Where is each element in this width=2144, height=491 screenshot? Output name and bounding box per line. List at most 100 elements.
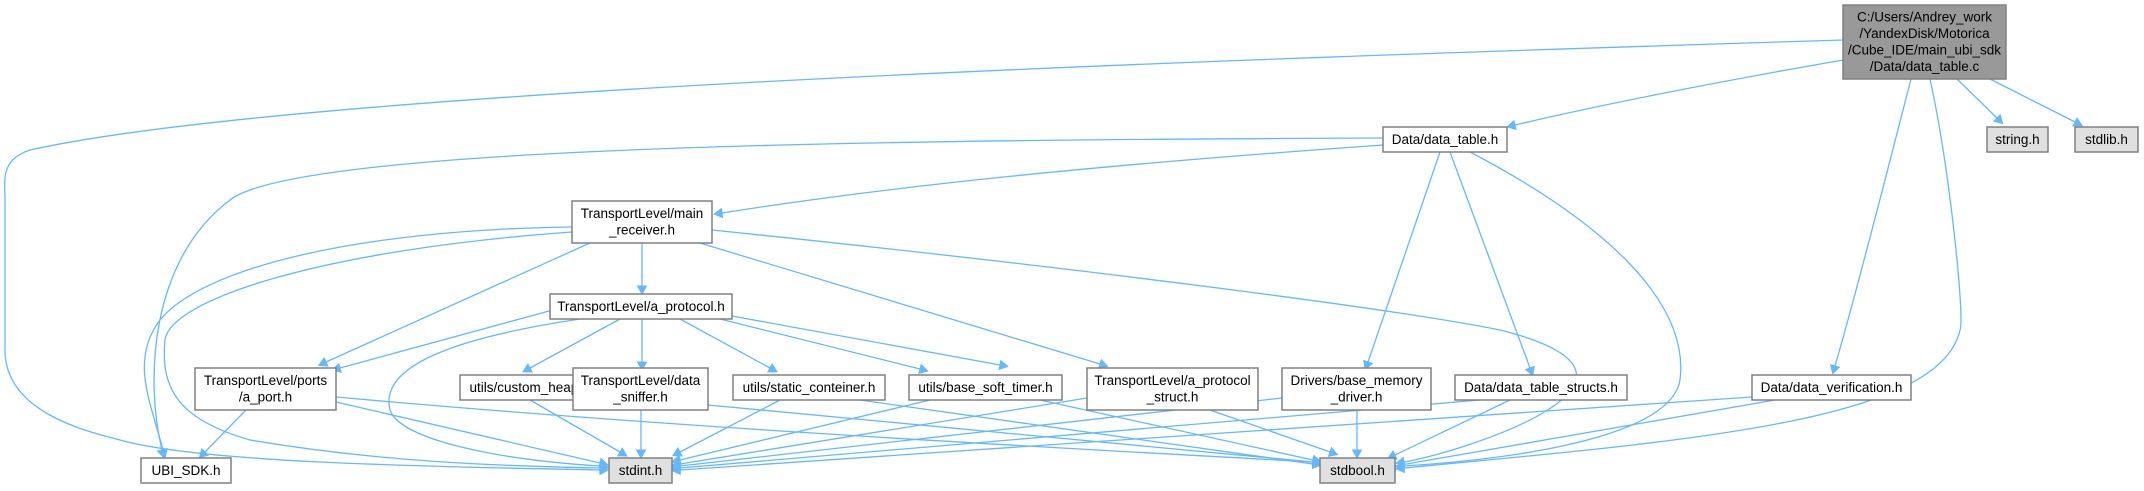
node-label: /a_port.h: [239, 390, 292, 405]
node-label: Data/data_table_structs.h: [1464, 380, 1618, 395]
edge-root-to-string_h: [1956, 78, 2004, 125]
edge-line: [143, 226, 573, 451]
node-box[interactable]: [2074, 126, 2139, 153]
edge-main_receiver_h-to-stdbool_h: [711, 229, 1577, 468]
nodes-layer: C:/Users/Andrey_work/YandexDisk/Motorica…: [140, 4, 2139, 484]
edge-line: [1956, 78, 1998, 119]
node-box[interactable]: [1382, 126, 1508, 153]
edge-line: [679, 396, 1753, 471]
node-string-h[interactable]: string.h: [1986, 126, 2049, 153]
edge-line: [1514, 59, 1844, 126]
node-label: /Cube_IDE/main_ubi_sdk: [1848, 43, 2001, 58]
edge-a_protocol_h-to-a_protocol_struct_h: [731, 315, 1009, 371]
node-box[interactable]: [1319, 457, 1396, 484]
edge-static_conteiner_h-to-stdint_h: [671, 399, 781, 457]
edge-line: [679, 397, 1088, 465]
edge-line: [679, 318, 771, 369]
edge-a_protocol_h-to-data_sniffer_h: [636, 319, 648, 372]
arrowhead-icon: [616, 447, 628, 457]
node-data-verification-h[interactable]: Data/data_verification.h: [1751, 374, 1912, 401]
node-box[interactable]: [1751, 374, 1912, 401]
node-UBI-SDK-h[interactable]: UBI_SDK.h: [140, 457, 232, 484]
edge-a_protocol_struct_h-to-stdint_h: [671, 397, 1088, 470]
edge-a_port_h-to-UBI_SDK_h: [198, 409, 247, 459]
edge-line: [1989, 78, 2076, 123]
node-a-protocol-h[interactable]: TransportLevel/a_protocol.h: [549, 293, 733, 320]
edge-root-to-data_verification_h: [1829, 78, 1912, 375]
edge-line: [711, 229, 1577, 463]
edge-a_protocol_h-to-a_port_h: [331, 307, 561, 374]
edge-line: [707, 404, 1314, 463]
node-box[interactable]: [1086, 367, 1259, 411]
node-label: TransportLevel/a_protocol: [1094, 373, 1250, 388]
edge-a_protocol_h-to-custom_heap_h: [522, 318, 621, 373]
node-box[interactable]: [908, 374, 1063, 401]
arrowhead-icon: [767, 363, 778, 373]
edge-a_protocol_h-to-base_soft_timer_h: [719, 318, 929, 375]
node-label: /Data/data_table.c: [1870, 59, 1980, 74]
node-label: _driver.h: [1330, 390, 1383, 405]
node-label: _receiver.h: [608, 223, 675, 238]
edge-base_soft_timer_h-to-stdbool_h: [1039, 399, 1322, 466]
edge-line: [721, 144, 1384, 214]
edge-a_protocol_struct_h-to-stdbool_h: [1209, 409, 1339, 457]
node-data-sniffer-h[interactable]: TransportLevel/data _sniffer.h: [572, 367, 709, 411]
edge-main_receiver_h-to-a_protocol_h: [636, 243, 648, 296]
edge-line: [529, 318, 621, 369]
node-box[interactable]: [571, 200, 713, 244]
node-stdbool-h[interactable]: stdbool.h: [1319, 457, 1396, 484]
node-box[interactable]: [194, 367, 337, 411]
node-static-conteiner-h[interactable]: utils/static_conteiner.h: [732, 374, 886, 401]
node-box[interactable]: [572, 367, 709, 411]
arrowhead-icon: [1327, 446, 1339, 457]
node-box[interactable]: [1842, 4, 2007, 80]
arrowhead-icon: [522, 363, 533, 373]
node-label: Drivers/base_memory: [1290, 373, 1422, 388]
node-box[interactable]: [1281, 367, 1432, 411]
edge-line: [388, 318, 601, 467]
edge-data_table_h-to-main_receiver_h: [713, 144, 1384, 219]
node-box[interactable]: [140, 457, 232, 484]
arrowhead-icon: [918, 363, 929, 375]
arrowhead-icon: [1097, 358, 1109, 369]
edge-line: [163, 231, 601, 469]
node-label: utils/custom_heap.h: [469, 380, 589, 395]
node-label: utils/base_soft_timer.h: [918, 380, 1052, 395]
node-label: stdlib.h: [2085, 132, 2128, 147]
edge-data_table_h-to-base_memory_driver_h: [1363, 151, 1441, 371]
node-box[interactable]: [608, 457, 673, 484]
node-label: TransportLevel/a_protocol.h: [557, 299, 725, 314]
arrowhead-icon: [636, 361, 648, 372]
edge-root-to-stdlib_h: [1989, 78, 2084, 127]
node-box[interactable]: [732, 374, 886, 401]
edge-line: [731, 315, 1001, 366]
node-label: Data/data_verification.h: [1761, 380, 1903, 395]
node-data-table-h[interactable]: Data/data_table.h: [1382, 126, 1508, 153]
node-stdlib-h[interactable]: stdlib.h: [2074, 126, 2139, 153]
node-label: stdint.h: [619, 463, 663, 478]
node-label: TransportLevel/data: [581, 373, 701, 388]
node-base-memory-driver-h[interactable]: Drivers/base_memory _driver.h: [1281, 367, 1432, 411]
edges-layer: [4, 39, 2084, 476]
edge-line: [335, 401, 601, 464]
node-a-protocol-struct-h[interactable]: TransportLevel/a_protocol _struct.h: [1086, 367, 1259, 411]
node-a-port-h[interactable]: TransportLevel/ports/a_port.h: [194, 367, 337, 411]
node-label: TransportLevel/ports: [204, 373, 328, 388]
node-main-receiver-h[interactable]: TransportLevel/main _receiver.h: [571, 200, 713, 244]
arrowhead-icon: [671, 464, 681, 476]
node-label: _sniffer.h: [612, 390, 668, 405]
edge-data_table_h-to-data_table_structs_h: [1449, 151, 1535, 377]
node-label: _struct.h: [1146, 390, 1199, 405]
node-box[interactable]: [1454, 374, 1628, 401]
arrowhead-icon: [1506, 119, 1517, 131]
node-data-table-structs-h[interactable]: Data/data_table_structs.h: [1454, 374, 1628, 401]
arrowhead-icon: [157, 448, 169, 459]
node-box[interactable]: [549, 293, 733, 320]
node-label: TransportLevel/main: [581, 206, 704, 221]
node-root[interactable]: C:/Users/Andrey_work/YandexDisk/Motorica…: [1842, 4, 2007, 80]
node-base-soft-timer-h[interactable]: utils/base_soft_timer.h: [908, 374, 1063, 401]
edge-line: [204, 409, 247, 453]
node-box[interactable]: [1986, 126, 2049, 153]
node-stdint-h[interactable]: stdint.h: [608, 457, 673, 484]
